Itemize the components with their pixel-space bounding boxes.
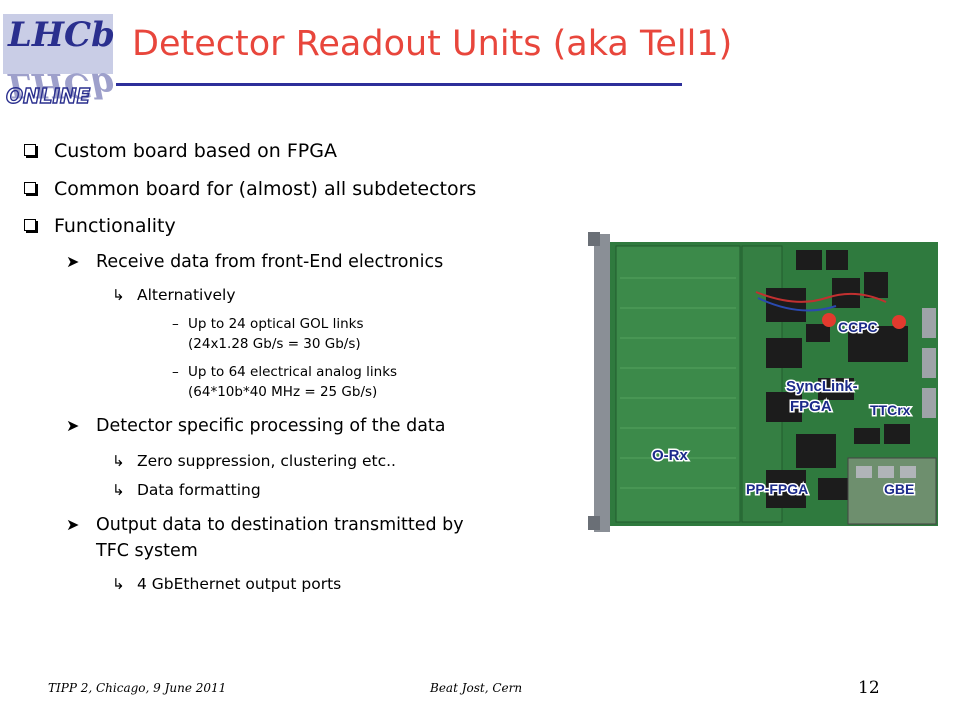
arrowhead-bullet-icon: ➤ (66, 416, 80, 435)
label-ccpc: CCPC (838, 319, 878, 335)
footer-conference: TIPP 2, Chicago, 9 June 2011 (48, 681, 227, 695)
bullet-text: Functionality (54, 215, 176, 237)
label-orx: O-Rx (652, 447, 688, 464)
label-gbe: GBE (884, 481, 914, 497)
arrowhead-bullet-icon: ➤ (66, 515, 80, 534)
sub-bullet-text: TFC system (96, 541, 198, 561)
front-panel (594, 234, 610, 532)
footer-author: Beat Jost, Cern (430, 681, 523, 695)
dash-bullet-icon: – (172, 364, 179, 380)
arrowhead-bullet-icon: ➤ (66, 252, 80, 271)
sub-sub-bullet-text: Data formatting (137, 481, 261, 499)
slide-title: Detector Readout Units (aka Tell1) (132, 24, 733, 64)
sub-bullet-text: Receive data from front-End electronics (96, 252, 444, 272)
option-line1: Up to 64 electrical analog links (188, 364, 398, 380)
square-bullet-icon (24, 219, 39, 234)
label-fpga: FPGA (790, 398, 832, 415)
logo-lhcb-text: LHCb (7, 15, 115, 55)
label-pp-fpga: PP-FPGA (746, 481, 808, 497)
bullet-text: Custom board based on FPGA (54, 140, 337, 162)
dash-bullet-icon: – (172, 316, 179, 332)
curved-arrow-bullet-icon: ↳ (112, 481, 125, 499)
logo-background (3, 14, 113, 74)
square-bullet-icon (24, 182, 39, 197)
option-line2: (24x1.28 Gb/s = 30 Gb/s) (188, 336, 361, 352)
curved-arrow-bullet-icon: ↳ (112, 452, 125, 470)
bullet-text: Common board for (almost) all subdetecto… (54, 178, 477, 200)
lhcb-online-logo: LHCb LHCb ONLINE (0, 0, 116, 110)
label-synclink: SyncLink- (786, 378, 858, 395)
tell1-board-photo: CCPC SyncLink- FPGA TTCrx O-Rx PP-FPGA G… (586, 228, 942, 534)
sub-bullet-text: Detector specific processing of the data (96, 416, 446, 436)
logo-reflection: LHCb (7, 65, 115, 105)
sub-sub-bullet-text: Zero suppression, clustering etc.. (137, 452, 396, 470)
curved-arrow-bullet-icon: ↳ (112, 286, 125, 304)
option-line1: Up to 24 optical GOL links (188, 316, 364, 332)
sub-sub-bullet-text: Alternatively (137, 286, 236, 304)
option-line2: (64*10b*40 MHz = 25 Gb/s) (188, 384, 378, 400)
page-number: 12 (858, 678, 880, 698)
label-ttcrx: TTCrx (870, 402, 911, 418)
sub-bullet-text: Output data to destination transmitted b… (96, 515, 464, 535)
title-underline (116, 83, 682, 86)
logo-online-text: ONLINE (6, 84, 91, 108)
square-bullet-icon (24, 144, 39, 159)
curved-arrow-bullet-icon: ↳ (112, 575, 125, 593)
sub-sub-bullet-text: 4 GbEthernet output ports (137, 575, 342, 593)
